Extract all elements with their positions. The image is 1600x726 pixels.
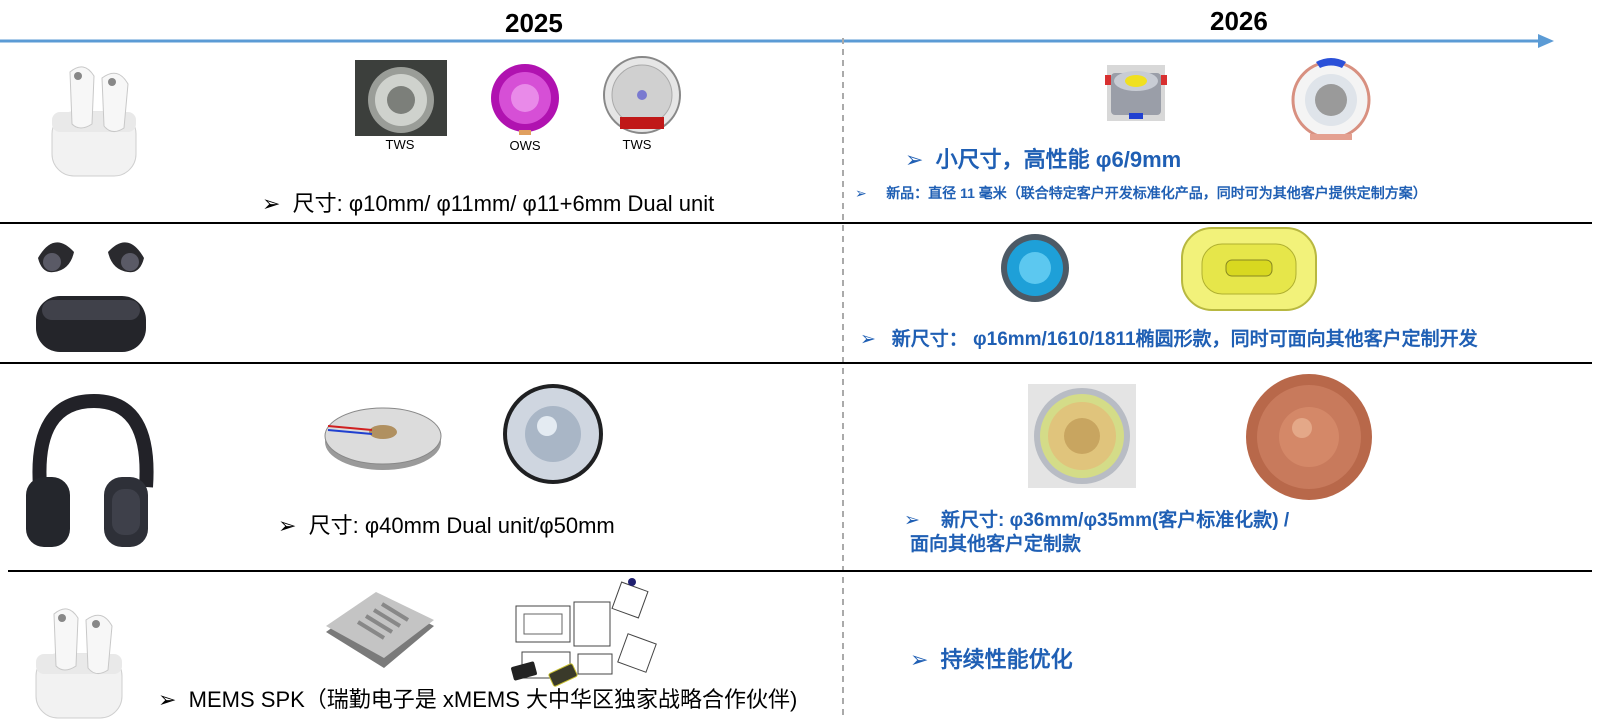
row4-left-note: ➢ MEMS SPK（瑞勤电子是 xMEMS 大中华区独家战略合作伙伴) (158, 687, 798, 712)
mems-technical-drawing-icon (511, 578, 657, 687)
arrow-bullet-icon: ➢ (158, 687, 189, 712)
row1-right-note: ➢ 新品：直径 11 毫米（联合特定客户开发标准化产品，同时可为其他客户提供定制… (855, 185, 1427, 201)
row4-right-note: ➢ 持续性能优化 (910, 647, 1073, 672)
timeline-arrow (0, 34, 1554, 48)
arrow-bullet-icon: ➢ (855, 185, 887, 201)
year-2026-label: 2026 (1210, 6, 1268, 36)
magenta-speaker-unit-icon (491, 64, 559, 135)
yellow-oval-driver-icon (1181, 227, 1317, 311)
row-separator-1 (0, 222, 1592, 224)
tws-earbuds-case-icon (51, 66, 137, 177)
arrow-bullet-icon: ➢ (262, 191, 293, 216)
row-separator-2 (0, 362, 1592, 364)
row1-right-headline: ➢ 小尺寸，高性能 φ6/9mm (905, 147, 1182, 172)
mems-speaker-chip-icon (326, 592, 434, 668)
part-caption-tws-2: TWS (622, 137, 652, 152)
part-caption-tws-1: TWS (385, 137, 415, 152)
arrow-bullet-icon: ➢ (904, 510, 942, 531)
micro-cylinder-unit-icon (1105, 65, 1167, 121)
tws-earbuds-case-icon (35, 608, 123, 719)
row-separator-3 (8, 570, 1592, 572)
arrow-bullet-icon: ➢ (905, 147, 936, 172)
row2-right-note: ➢ 新尺寸： φ16mm/1610/1811椭圆形款，同时可面向其他客户定制开发 (860, 329, 1478, 350)
period-divider (842, 38, 844, 718)
copper-dome-driver-icon (1246, 374, 1372, 500)
grey-dome-driver-icon (503, 384, 603, 484)
dual-unit-driver-icon (324, 407, 442, 470)
row3-right-note-line2: 面向其他客户定制款 (910, 534, 1082, 555)
row1-left-note: ➢ 尺寸: φ10mm/ φ11mm/ φ11+6mm Dual unit (262, 191, 715, 216)
dual-unit-housing-icon (603, 56, 681, 134)
arrow-bullet-icon: ➢ (278, 513, 309, 538)
row3-left-note: ➢ 尺寸: φ40mm Dual unit/φ50mm (278, 513, 615, 538)
open-ear-earbuds-case-icon (36, 242, 146, 352)
blue-round-driver-icon (1001, 234, 1069, 302)
round-housing-unit-icon (1291, 58, 1371, 140)
gold-dome-driver-icon (1028, 384, 1136, 488)
silver-speaker-unit-icon (355, 60, 447, 136)
headphones-icon (26, 393, 154, 547)
arrow-bullet-icon: ➢ (910, 647, 941, 672)
arrow-bullet-icon: ➢ (860, 329, 892, 350)
row3-right-note: ➢ 新尺寸: φ36mm/φ35mm(客户标准化款) / 面向其他客户定制款 (904, 509, 1289, 557)
row3-right-note-line1: ➢ 新尺寸: φ36mm/φ35mm(客户标准化款) / (904, 510, 1290, 531)
part-caption-ows: OWS (509, 138, 541, 153)
year-2025-label: 2025 (505, 8, 563, 38)
